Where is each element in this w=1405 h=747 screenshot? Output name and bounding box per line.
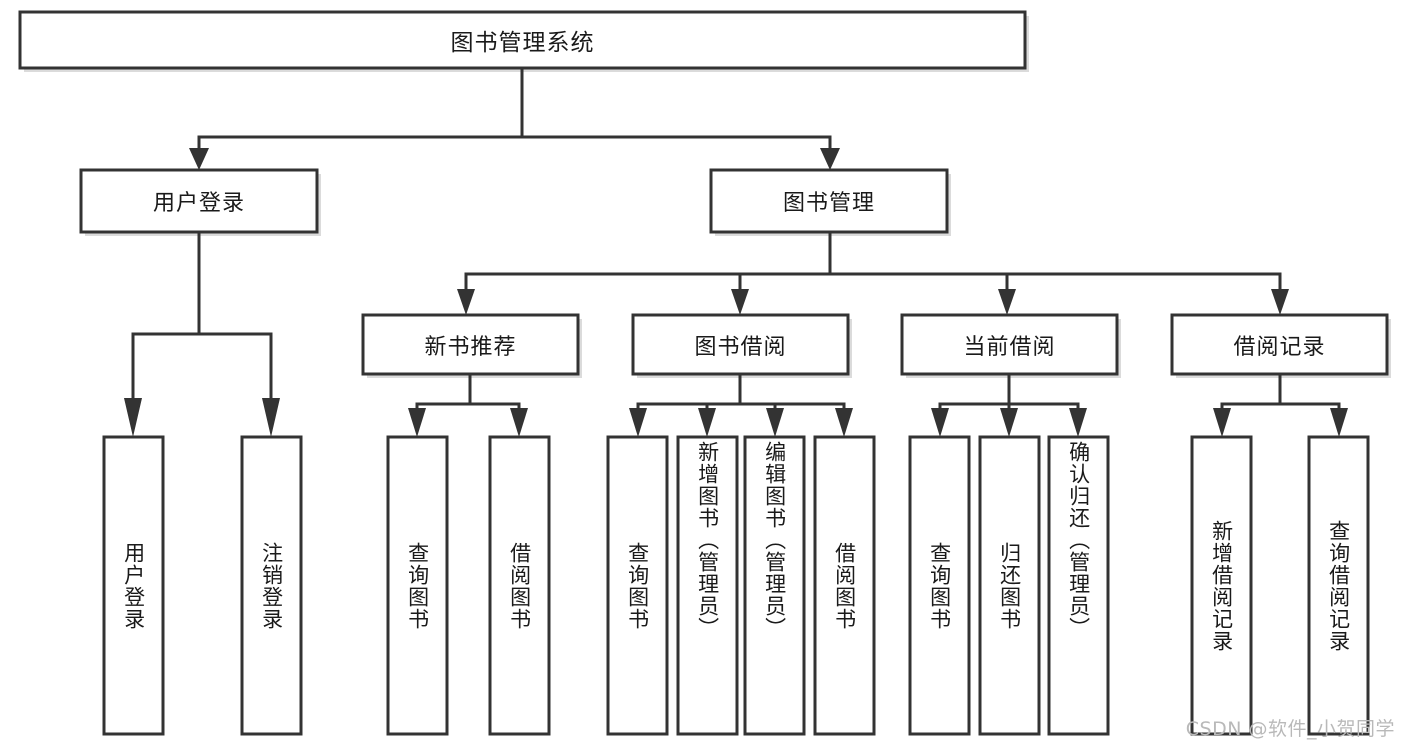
node-box-root[interactable] [18,10,1027,70]
node-box-leaf-borrow-book-1[interactable] [488,435,551,736]
arrowhead-leaf-logout-login [262,398,280,437]
arrowhead-leaf-query-record [1330,408,1348,437]
node-box-book-management[interactable] [709,168,949,234]
arrowhead-book-borrow [731,289,749,315]
node-box-leaf-query-book-1[interactable] [386,435,449,736]
arrowhead-leaf-confirm-return [1069,408,1087,437]
arrowhead-new-book-recommend [457,289,475,315]
arrowhead-leaf-query-book-1 [408,408,426,437]
node-boxes [18,10,1389,736]
arrowhead-leaf-borrow-book-2 [835,408,853,437]
node-box-leaf-add-record[interactable] [1190,435,1253,736]
arrowhead-leaf-return-book [1000,408,1018,437]
arrowhead-leaf-edit-book [766,408,784,437]
arrowhead-borrow-record [1271,289,1289,315]
arrowhead-user-login [189,148,209,170]
arrowhead-leaf-user-login [124,398,142,437]
node-box-user-login[interactable] [79,168,319,234]
node-box-borrow-record[interactable] [1170,313,1389,376]
arrowhead-leaf-borrow-book-1 [510,408,528,437]
node-box-leaf-add-book[interactable] [676,435,739,736]
node-box-book-borrow[interactable] [631,313,850,376]
arrowhead-leaf-add-record [1213,408,1231,437]
connectors [124,66,1348,437]
arrowhead-leaf-query-book-2 [629,408,647,437]
node-box-leaf-borrow-book-2[interactable] [813,435,876,736]
node-box-leaf-query-record[interactable] [1307,435,1370,736]
arrowhead-leaf-add-book [698,408,716,437]
node-box-leaf-user-login[interactable] [102,435,165,736]
node-box-new-book-recommend[interactable] [361,313,580,376]
node-box-leaf-edit-book[interactable] [743,435,806,736]
node-box-leaf-query-book-3[interactable] [908,435,971,736]
node-box-leaf-confirm-return[interactable] [1047,435,1110,736]
node-box-leaf-return-book[interactable] [978,435,1041,736]
node-box-current-borrow[interactable] [900,313,1119,376]
arrowhead-current-borrow [998,289,1016,315]
arrowhead-book-management [820,148,840,170]
arrowhead-leaf-query-book-3 [931,408,949,437]
node-box-leaf-logout-login[interactable] [240,435,303,736]
node-box-leaf-query-book-2[interactable] [606,435,669,736]
